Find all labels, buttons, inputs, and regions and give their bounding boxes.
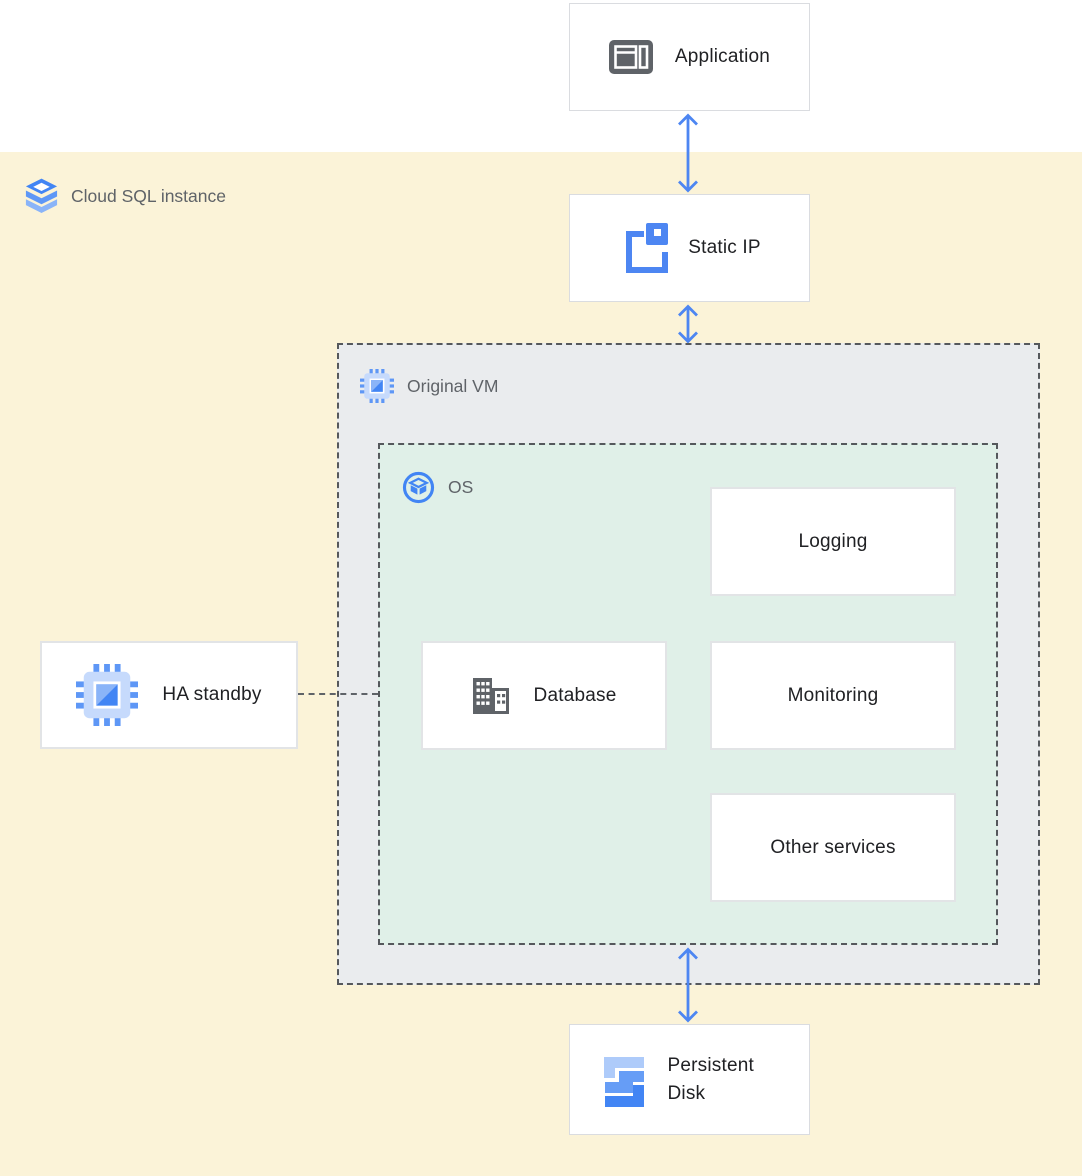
monitoring-label: Monitoring [787,684,879,706]
other-services-label: Other services [770,836,896,858]
ha-standby-node: HA standby [40,641,298,749]
os-icon [402,471,435,504]
application-node: Application [569,3,810,111]
ha-standby-label: HA standby [162,684,262,705]
persistent-disk-icon [600,1052,646,1108]
logging-node: Logging [710,487,956,596]
original-vm-label: Original VM [407,375,499,396]
persistent-disk-node: Persistent Disk [569,1024,810,1135]
compute-engine-icon [76,664,139,726]
other-services-node: Other services [710,793,956,902]
static-ip-node: Static IP [569,194,810,302]
database-icon [472,677,510,715]
static-ip-label: Static IP [688,237,761,258]
compute-engine-icon [360,369,394,403]
original-vm-label-row: Original VM [360,369,498,403]
database-label: Database [533,684,617,706]
cloud-sql-region-label: Cloud SQL instance [71,185,226,206]
application-icon [608,39,653,75]
arrow-static-ip-vm [676,304,700,344]
arrow-application-static-ip [676,113,700,193]
monitoring-node: Monitoring [710,641,956,750]
application-label: Application [674,46,771,67]
connector-ha-standby-vm [298,693,378,695]
database-node: Database [421,641,667,750]
cloud-sql-icon [25,177,58,215]
os-label-row: OS [402,471,473,504]
cloud-sql-region-label-row: Cloud SQL instance [25,177,226,215]
arrow-os-persistent-disk [676,947,700,1023]
static-ip-icon [618,221,669,275]
logging-label: Logging [798,530,868,552]
os-label: OS [448,477,474,497]
persistent-disk-label: Persistent Disk [667,1054,754,1104]
